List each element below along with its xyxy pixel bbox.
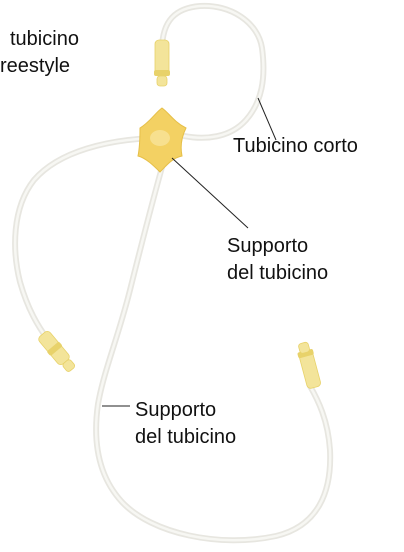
tube-left-arm [15,138,152,340]
label-tube-line-1: Supporto [135,397,236,424]
label-long-tubing: Supporto del tubicino [135,397,236,451]
leader-holder [172,158,248,228]
label-holder-line-1: Supporto [227,233,328,260]
label-top-line-2: reestyle [0,53,79,80]
label-top-tubing: tubicino reestyle [0,26,79,80]
tube-highlight [96,160,330,540]
label-top-line-1: tubicino [0,26,79,53]
label-short-text: Tubicino corto [233,133,358,160]
tube-highlight [15,138,152,340]
label-holder-line-2: del tubicino [227,260,328,287]
label-tubing-holder: Supporto del tubicino [227,233,328,287]
connector-left [36,329,78,375]
connector-top [154,40,170,86]
label-tube-line-2: del tubicino [135,424,236,451]
connector-right [295,341,322,390]
hub-highlight [150,130,170,146]
label-short-tubing: Tubicino corto [233,133,358,160]
tube-long-s [96,160,330,540]
